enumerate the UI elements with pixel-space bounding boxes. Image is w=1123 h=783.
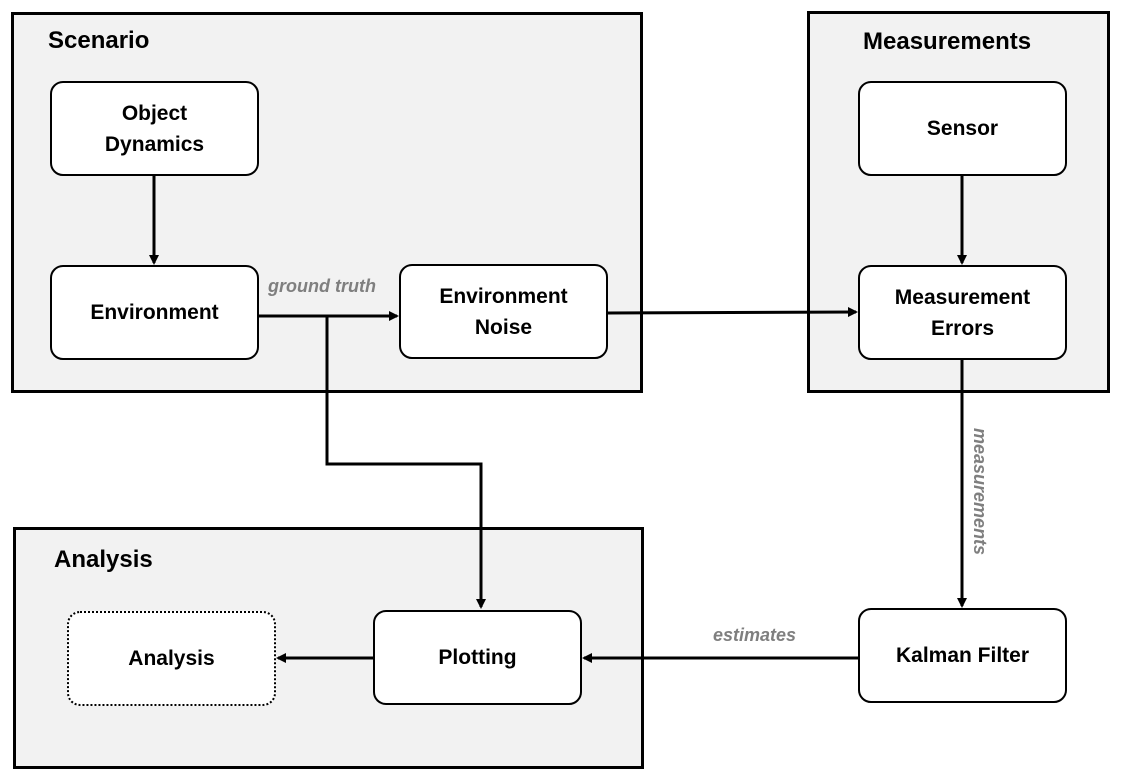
- analysis-node: Analysis: [67, 611, 276, 706]
- kalman-filter-label: Kalman Filter: [895, 644, 1030, 667]
- analysis-label: Analysis: [128, 647, 215, 670]
- environment-node: Environment: [50, 265, 259, 360]
- sensor-node: Sensor: [858, 81, 1067, 176]
- measurements-title: Measurements: [863, 28, 1032, 55]
- ground-truth-label: ground truth: [268, 276, 376, 296]
- measurement-errors-line-1: Measurement: [894, 285, 1031, 309]
- object-dynamics-line-2: Dynamics: [104, 132, 205, 156]
- environment-noise-line-2: Noise: [474, 315, 533, 339]
- estimates-label: estimates: [713, 625, 797, 645]
- environment-noise-line-1: Environment: [439, 284, 568, 308]
- scenario-title: Scenario: [48, 27, 150, 54]
- plotting-label: Plotting: [438, 646, 517, 669]
- sensor-label: Sensor: [926, 117, 999, 140]
- object-dynamics-line-1: Object: [121, 101, 188, 125]
- environment-label: Environment: [90, 301, 219, 324]
- object-dynamics-node: Object Dynamics: [50, 81, 259, 176]
- plotting-node: Plotting: [373, 610, 582, 705]
- measurement-errors-node: Measurement Errors: [858, 265, 1067, 360]
- kalman-filter-node: Kalman Filter: [858, 608, 1067, 703]
- analysis-title: Analysis: [54, 546, 153, 573]
- measurements-label: measurements: [970, 428, 990, 556]
- measurement-errors-line-2: Errors: [930, 316, 994, 340]
- environment-noise-node: Environment Noise: [399, 264, 608, 359]
